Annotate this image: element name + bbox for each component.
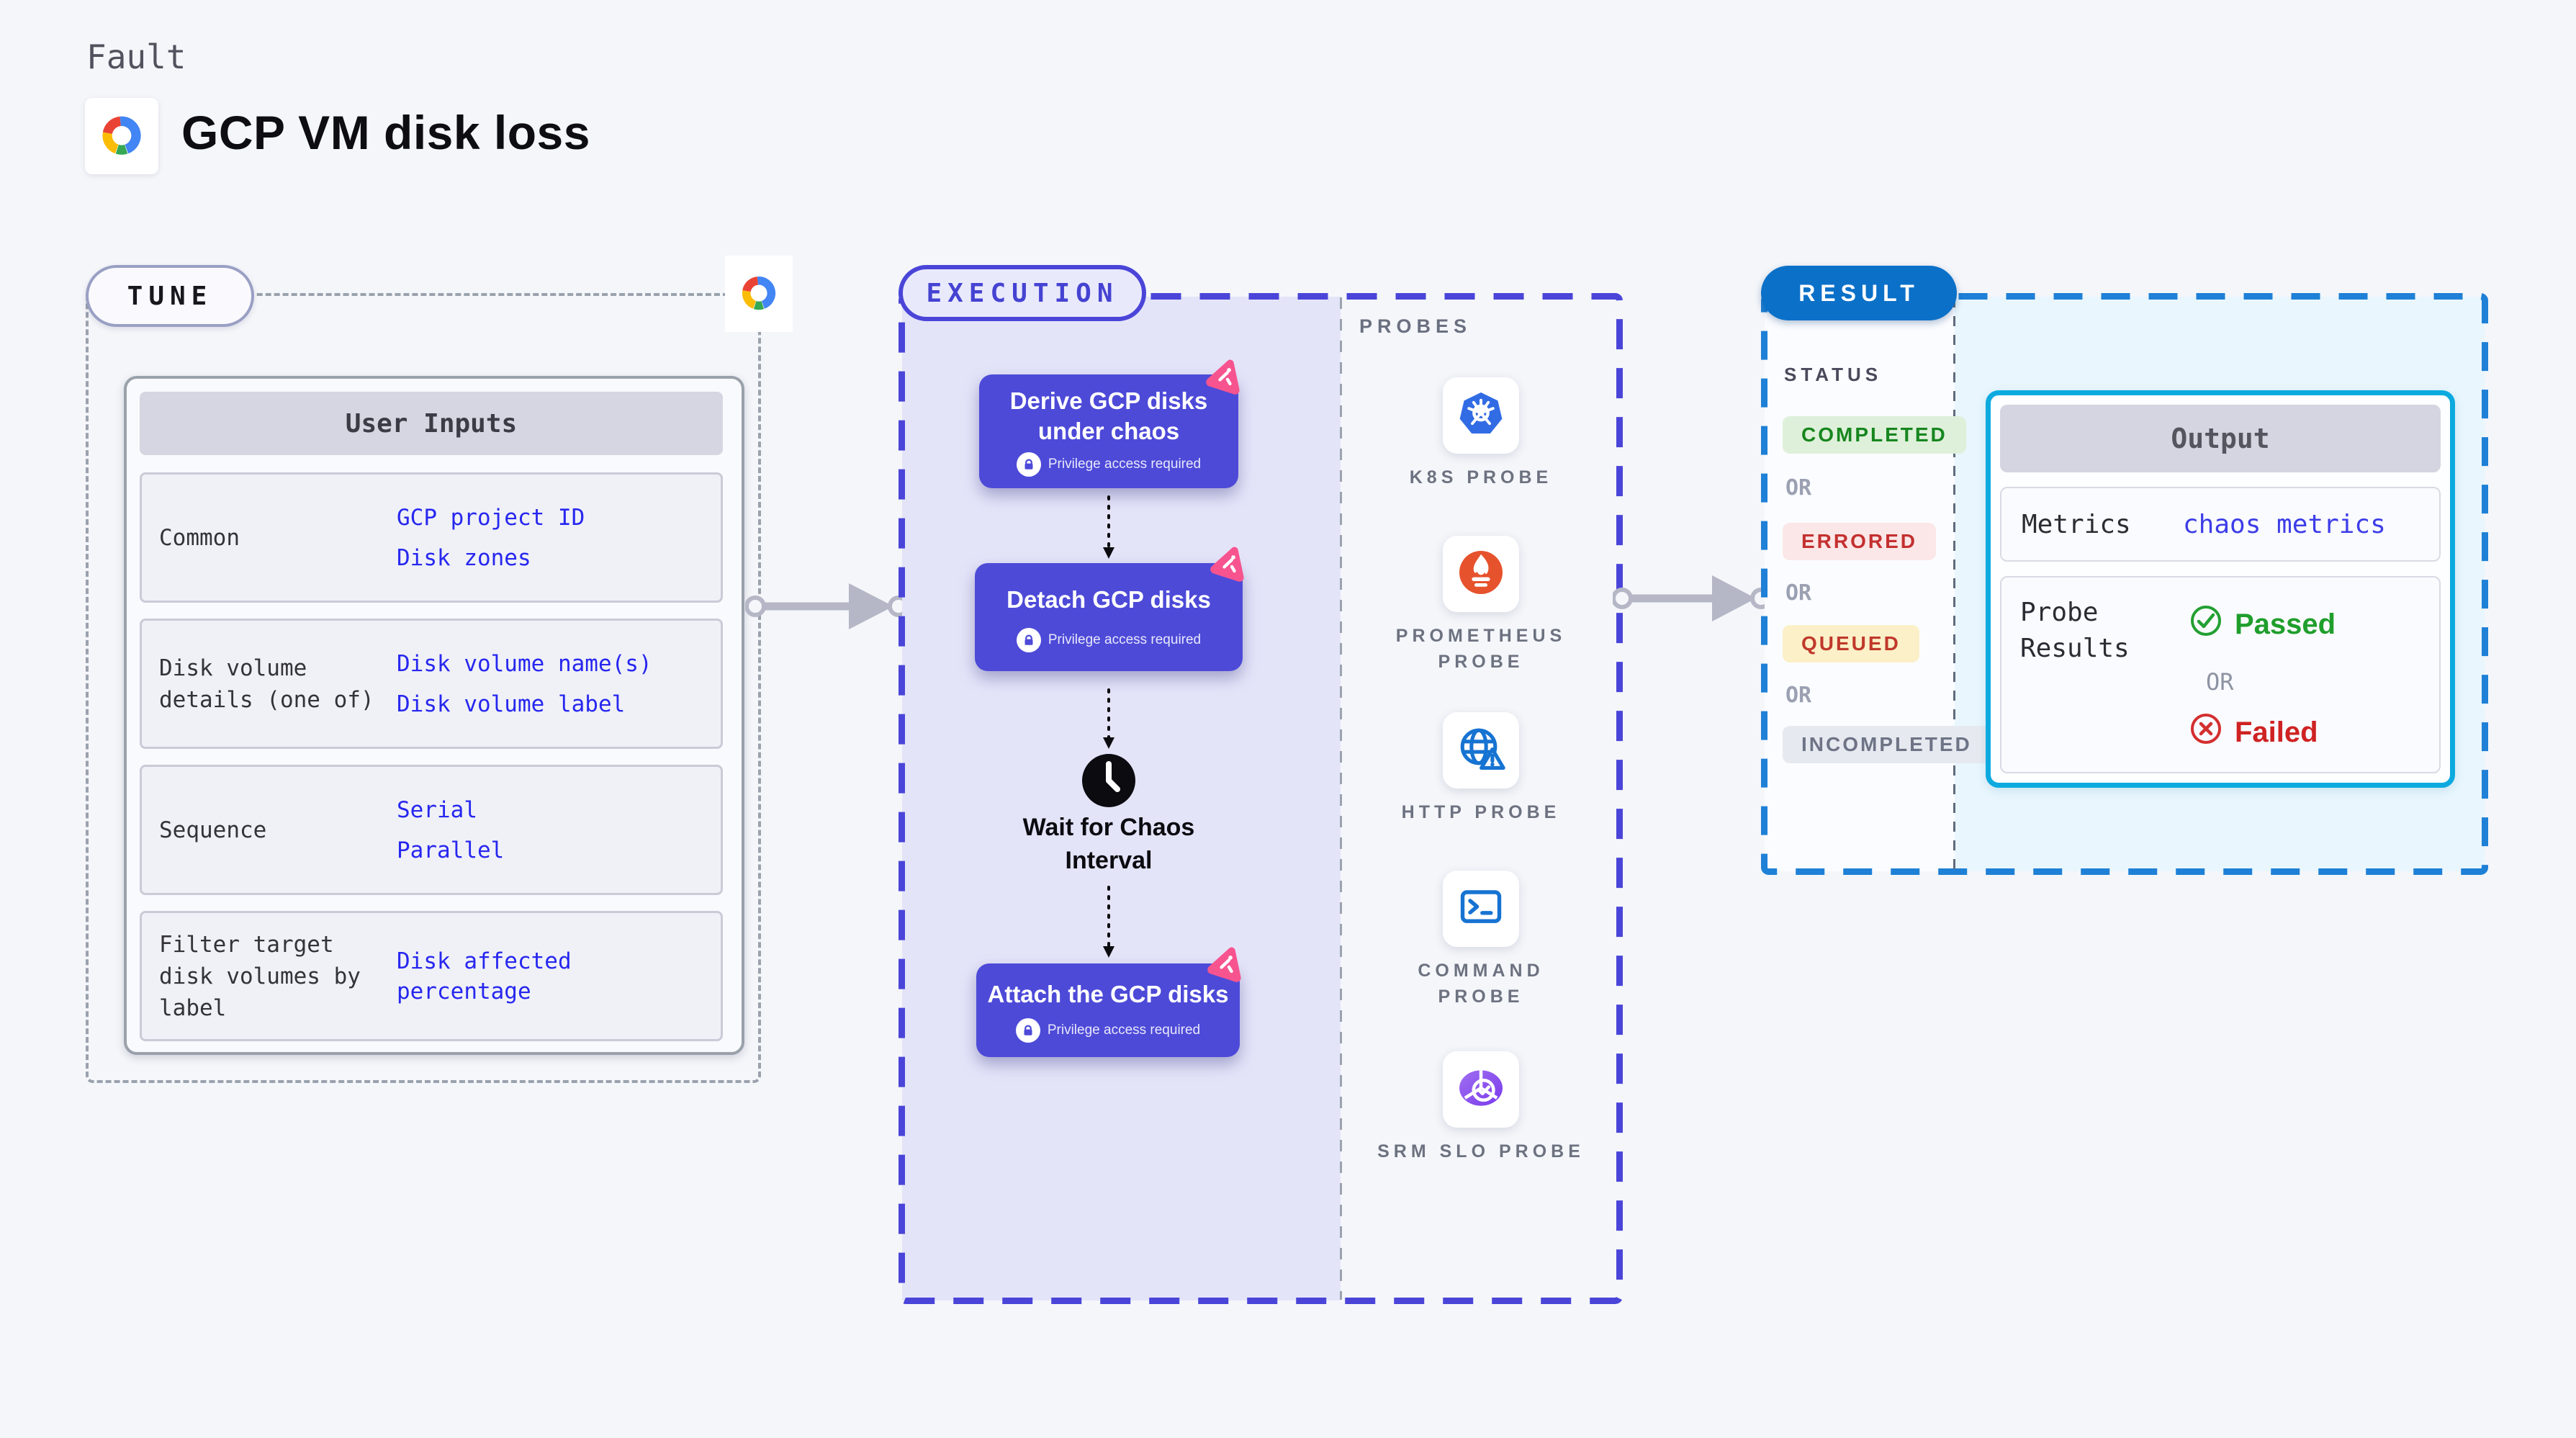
probe-label: PROMETHEUS PROBE [1395, 626, 1567, 672]
probe-tile-command [1443, 871, 1519, 947]
status-heading: STATUS [1784, 364, 1883, 385]
probe-result-passed: Passed [2189, 603, 2336, 645]
input-value: Serial [397, 796, 477, 823]
or-separator: OR [1785, 475, 1812, 500]
privilege-text: Privilege access required [1048, 632, 1202, 647]
metrics-row: Metrics chaos metrics [2000, 487, 2441, 562]
status-badge-incompleted: INCOMPLETED [1783, 726, 1991, 763]
probe-label: COMMAND PROBE [1418, 961, 1544, 1007]
dotted-connector [1100, 688, 1117, 755]
dotted-connector [1100, 495, 1117, 565]
row-label: Common [159, 524, 240, 551]
result-inner-divider [1953, 297, 1955, 871]
input-value: Disk volume name(s) [397, 650, 652, 677]
privilege-text: Privilege access required [1047, 1023, 1201, 1038]
flow-arrow-execution-to-result [1611, 570, 1773, 631]
user-input-row-disk-volume: Disk volume details (one of) Disk volume… [140, 619, 723, 749]
row-label: Disk volume details (one of) [159, 655, 374, 713]
row-label: Filter target disk volumes by label [159, 931, 361, 1021]
result-status-bg [1765, 297, 1955, 871]
step-title: Derive GCP disks [1009, 387, 1208, 414]
output-header: Output [2000, 405, 2441, 472]
privilege-badge: Privilege access required [1016, 452, 1202, 477]
probe-results-row [2000, 576, 2441, 773]
probe-tile-http [1443, 712, 1519, 788]
or-separator: OR [2206, 668, 2234, 696]
status-badge-queued: QUEUED [1783, 625, 1919, 662]
metrics-value: chaos metrics [2183, 509, 2386, 539]
probe-tile-srm-slo [1443, 1051, 1519, 1128]
dotted-connector [1100, 886, 1117, 964]
status-badge-completed: COMPLETED [1783, 416, 1966, 454]
tune-gcp-tile [725, 256, 793, 332]
kubernetes-icon [1455, 388, 1507, 444]
probe-label: K8S PROBE [1409, 467, 1553, 487]
probe-result-failed: Failed [2189, 711, 2318, 753]
row-values: Disk volume name(s) Disk volume label [397, 639, 706, 729]
lock-icon [1016, 452, 1041, 477]
step-attach-gcp-disks: Attach the GCP disks Privilege access re… [976, 963, 1240, 1057]
lock-icon [1015, 1018, 1040, 1043]
gcp-logo-tile [85, 98, 158, 174]
input-value: Parallel [397, 837, 505, 863]
execution-section-pill: EXECUTION [899, 265, 1146, 321]
probe-label: SRM SLO PROBE [1377, 1141, 1585, 1161]
step-title: under chaos [1037, 418, 1180, 444]
input-value: Disk zones [397, 544, 531, 571]
terminal-icon [1455, 881, 1507, 937]
step-title: Detach GCP disks [1006, 586, 1211, 613]
input-value: Disk volume label [397, 691, 626, 717]
row-label: Sequence [159, 817, 267, 843]
probe-label: HTTP PROBE [1401, 802, 1561, 822]
or-separator: OR [1785, 683, 1812, 708]
lock-icon [1016, 628, 1041, 652]
or-separator: OR [1785, 580, 1812, 606]
execution-probes-box [899, 293, 1623, 1308]
passed-label: Passed [2235, 608, 2336, 640]
clock-icon [1081, 753, 1136, 808]
fault-kicker: Fault [86, 37, 186, 76]
result-section-pill: RESULT [1761, 266, 1957, 320]
wait-for-chaos-label: Wait for Chaos Interval [1022, 814, 1195, 874]
status-badge-errored: ERRORED [1783, 523, 1937, 560]
metrics-label: Metrics [2022, 509, 2131, 539]
row-values: Serial Parallel [397, 785, 706, 876]
probe-tile-k8s [1443, 377, 1519, 454]
check-circle-icon [2189, 603, 2223, 645]
failed-label: Failed [2235, 716, 2318, 748]
privilege-badge: Privilege access required [1015, 1018, 1201, 1043]
gcp-cloud-icon [735, 269, 783, 320]
page-title: GCP VM disk loss [181, 106, 590, 159]
row-values: Disk affected percentage [397, 936, 706, 1017]
probe-tile-prometheus [1443, 536, 1519, 612]
privilege-text: Privilege access required [1048, 457, 1202, 472]
tune-section-pill: TUNE [86, 265, 254, 327]
slo-pie-check-icon [1455, 1062, 1507, 1118]
input-value: Disk affected percentage [397, 948, 572, 1005]
prometheus-icon [1455, 547, 1507, 602]
user-input-row-common: Common GCP project ID Disk zones [140, 472, 723, 603]
chaos-experiment-icon [1205, 942, 1250, 987]
x-circle-icon [2189, 711, 2223, 753]
row-values: GCP project ID Disk zones [397, 493, 706, 583]
step-title: Attach the GCP disks [987, 981, 1229, 1007]
user-inputs-header: User Inputs [140, 392, 723, 455]
user-input-row-sequence: Sequence Serial Parallel [140, 765, 723, 895]
step-detach-gcp-disks: Detach GCP disks Privilege access requir… [975, 563, 1243, 671]
gcp-cloud-icon [94, 107, 149, 166]
chaos-experiment-icon [1208, 542, 1253, 586]
probe-results-label: Probe Results [2020, 598, 2130, 663]
user-input-row-filter: Filter target disk volumes by label Disk… [140, 911, 723, 1041]
tune-section-box [86, 293, 761, 1083]
step-derive-gcp-disks: Derive GCP disks under chaos Privilege a… [979, 374, 1238, 488]
globe-warning-icon [1455, 723, 1507, 778]
privilege-badge: Privilege access required [1016, 628, 1202, 652]
execution-probes-divider [1340, 297, 1342, 1300]
chaos-experiment-icon [1204, 354, 1248, 399]
flow-arrow-tune-to-execution [744, 578, 909, 639]
result-section-box [1761, 293, 2488, 878]
probes-section-label: PROBES [1359, 315, 1472, 337]
input-value: GCP project ID [397, 504, 585, 531]
